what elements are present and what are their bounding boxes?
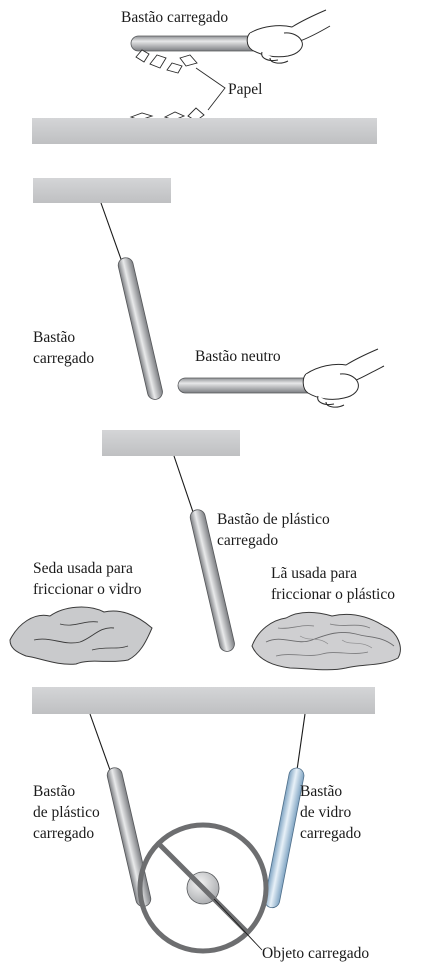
panel-c-ceiling [102, 430, 240, 456]
panel-c-plastic-rod-label-line2: carregado [217, 532, 278, 549]
panel-c-wool-label-line2: friccionar o plástico [271, 586, 395, 603]
panel-c-silk-label-line1: Seda usada para [33, 560, 133, 577]
panel-d-left-string [89, 713, 111, 771]
panel-b-charged-rod [117, 257, 163, 400]
panel-d-plastic-rod-label-line1: Bastão [33, 783, 75, 800]
panel-d-object-label: Objeto carregado [262, 945, 369, 962]
panel-d-glass-rod-label-line2: de vidro [300, 804, 351, 821]
panel-b-hand-icon [302, 348, 385, 408]
panel-b-charged-rod-label-line1: Bastão [33, 329, 75, 346]
panel-b-neutral-rod-label: Bastão neutro [195, 348, 281, 365]
panel-c-plastic-rod [189, 509, 235, 652]
paper-bit [149, 54, 167, 69]
paper-bit [135, 49, 150, 63]
panel-c-silk-label-line2: friccionar o vidro [33, 581, 142, 598]
panel-b: Bastão carregado Bastão neutro [33, 178, 385, 408]
object-leader-line [213, 898, 263, 951]
panel-a-charged-rod-label: Bastão carregado [121, 9, 228, 26]
panel-c-plastic-rod-label-line1: Bastão de plástico [217, 511, 330, 528]
paper-bit [166, 62, 183, 74]
panel-d-glass-rod [264, 767, 305, 909]
panel-c-string [173, 455, 194, 513]
panel-d-plastic-rod-label-line3: carregado [33, 825, 94, 842]
panel-a-paper-label: Papel [228, 81, 262, 98]
panel-d-plastic-rod-label-line2: de plástico [33, 804, 100, 821]
paper-leader-lines [195, 67, 226, 111]
panel-d: Bastão de plástico carregado Bastão de v… [32, 687, 375, 962]
panel-a-table [32, 118, 377, 144]
panel-c: Bastão de plástico carregado Seda usada … [9, 430, 401, 671]
panel-d-plastic-rod [106, 767, 152, 907]
silk-cloth-icon [9, 606, 153, 665]
paper-bit [179, 54, 198, 67]
panel-d-ceiling [32, 687, 375, 714]
panel-a: Bastão carregado Papel [32, 9, 377, 144]
panel-b-neutral-rod [177, 377, 324, 394]
panel-d-right-string [296, 713, 306, 771]
panel-d-glass-rod-label-line1: Bastão [300, 783, 342, 800]
panel-b-string [100, 202, 123, 263]
prohibition-icon [137, 822, 269, 954]
panel-d-glass-rod-label-line3: carregado [300, 825, 361, 842]
panel-a-hand-icon [246, 9, 331, 64]
wool-cloth-icon [251, 612, 401, 671]
panel-c-wool-label-line1: Lã usada para [271, 565, 357, 582]
panel-b-charged-rod-label-line2: carregado [33, 350, 94, 367]
panel-b-ceiling [33, 178, 171, 203]
